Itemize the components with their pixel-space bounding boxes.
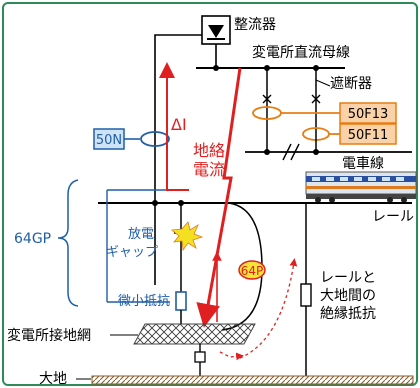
insulation-label-1: レールと — [320, 270, 376, 286]
earth-label: 大地 — [39, 371, 67, 387]
delta-i-label: ΔI — [171, 115, 187, 134]
fault-current-label-1: 地絡 — [193, 141, 225, 160]
rectifier-label: 整流器 — [234, 17, 276, 33]
discharge-gap-label-1: 放電 — [128, 227, 154, 242]
train-icon — [305, 171, 417, 203]
insulation-label-3: 絶縁抵抗 — [320, 306, 376, 322]
feeder-f11-label: 50F11 — [348, 128, 389, 143]
feeder-f13-label: 50F13 — [348, 107, 389, 122]
gp64-bracket — [106, 189, 170, 303]
insulation-label-2: 大地間の — [320, 288, 376, 304]
substation-ground-mesh — [133, 323, 256, 345]
earth-bar — [91, 375, 414, 385]
feeder-f11-box — [339, 123, 397, 145]
feeder-f13-box — [339, 102, 397, 124]
mesh-earth-resistor — [194, 351, 206, 363]
relay-50n-box — [93, 128, 125, 150]
delta-i-path — [159, 62, 189, 191]
ct-ring-50n — [140, 131, 170, 147]
dc-busbar-label: 変電所直流母線 — [252, 44, 350, 61]
fault-current-path — [196, 67, 242, 328]
discharge-gap-label-2: ギャップ — [106, 245, 158, 260]
relay-64gp-label: 64GP — [14, 231, 51, 247]
rectifier-icon — [201, 15, 231, 45]
relay-64p-label: 64P — [241, 264, 264, 278]
insulation-resistor — [300, 283, 312, 307]
breaker-label: 遮断器 — [330, 76, 372, 92]
breaker-icon — [262, 79, 331, 104]
ground-mesh-label: 変電所接地網 — [7, 327, 91, 344]
gp64-brace — [57, 179, 79, 307]
trolley-label: 電車線 — [342, 155, 384, 172]
spark-icon — [171, 221, 204, 252]
small-resistor-label: 微小抵抗 — [118, 294, 170, 309]
earth-return-dashed — [239, 258, 298, 359]
relay-50n-label: 50N — [96, 133, 122, 148]
fault-current-label-2: 電流 — [193, 160, 225, 179]
relay-64p-badge — [238, 260, 266, 280]
ct-ring-f11 — [302, 127, 330, 135]
rail-label: レール — [372, 209, 414, 225]
